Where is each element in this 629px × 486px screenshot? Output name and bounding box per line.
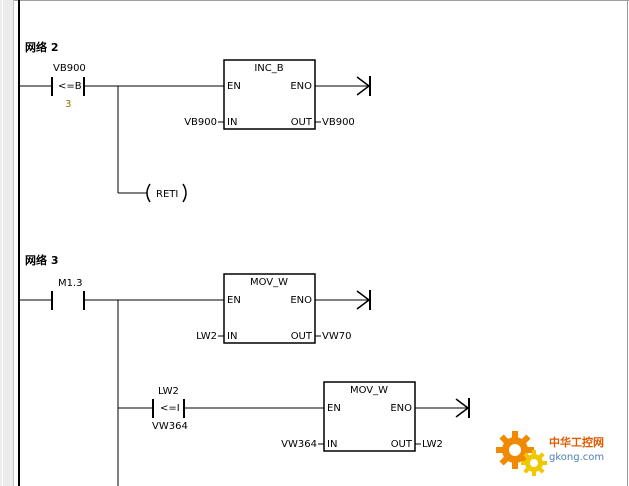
network-3-compare-contact[interactable]: LW2 <=I VW364 (152, 386, 188, 432)
contact-constant: 3 (65, 99, 71, 110)
box-eno-label: ENO (290, 295, 312, 306)
contact-comparator: <=B (58, 81, 82, 92)
left-margin-bar (0, 0, 14, 486)
box2-in-operand[interactable]: VW364 (281, 439, 317, 450)
box-eno-label: ENO (290, 81, 312, 92)
network-3-contact[interactable]: M1.3 (19, 278, 85, 310)
box-in-label: IN (227, 331, 237, 342)
network-2-reti-coil[interactable]: RETI (146, 183, 187, 203)
power-rail (18, 0, 20, 486)
box-out-label: OUT (291, 331, 313, 342)
box-in-label: IN (227, 117, 237, 128)
box-in-label: IN (327, 439, 337, 450)
gear-icon (496, 431, 547, 476)
contact2-comparator: <=I (160, 403, 180, 414)
network-2-inc-b-box[interactable]: INC_B EN ENO IN OUT (223, 59, 316, 130)
box2-out-operand[interactable]: LW2 (422, 439, 443, 450)
box-eno-label: ENO (390, 403, 412, 414)
box-out-label: OUT (291, 117, 313, 128)
box-out-label: OUT (391, 439, 413, 450)
contact-operand: M1.3 (58, 278, 83, 289)
network-3-mov-w-box-1[interactable]: MOV_W EN ENO IN OUT (223, 273, 316, 344)
network-3-eno-arrow-2 (415, 398, 470, 418)
box1-in-operand[interactable]: LW2 (196, 331, 217, 342)
box-en-label: EN (227, 81, 241, 92)
coil-label: RETI (156, 189, 178, 200)
network-2-eno-arrow (315, 76, 371, 96)
network-3-title[interactable]: 网络 3 (25, 253, 58, 267)
network-3-eno-arrow-1 (315, 290, 371, 310)
watermark-url: gkong.com (549, 452, 605, 463)
box-en-label: EN (327, 403, 341, 414)
box-en-label: EN (227, 295, 241, 306)
box-name: MOV_W (250, 277, 288, 288)
contact-operand: VB900 (53, 63, 86, 74)
network-3-mov-w-box-2[interactable]: MOV_W EN ENO IN OUT (323, 381, 416, 452)
watermark-brand: 中华工控网 (549, 436, 604, 449)
top-border (14, 0, 629, 1)
contact2-operand: LW2 (158, 386, 179, 397)
margin-edge (2, 0, 3, 486)
contact2-constant: VW364 (152, 421, 188, 432)
watermark-logo: 中华工控网 gkong.com (493, 428, 623, 480)
box-in-operand[interactable]: VB900 (184, 117, 217, 128)
box-out-operand[interactable]: VB900 (322, 117, 355, 128)
network-2-title[interactable]: 网络 2 (25, 40, 58, 54)
box1-out-operand[interactable]: VW70 (322, 331, 351, 342)
network-2-compare-contact[interactable]: VB900 <=B 3 (19, 63, 86, 110)
right-border (627, 0, 628, 486)
box-name: INC_B (254, 63, 283, 74)
box-name: MOV_W (350, 385, 388, 396)
